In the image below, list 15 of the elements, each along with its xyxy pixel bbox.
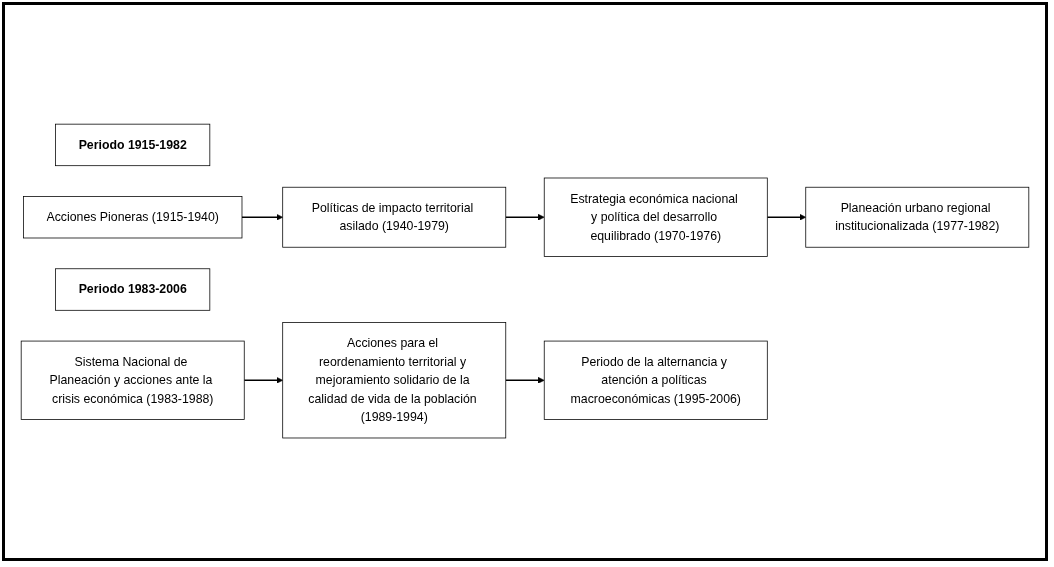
node-box — [543, 178, 768, 258]
diagram-frame: Periodo 1915-1982 Políticas de impacto territorial asilado (1940-1979) Estrategia económica nacional y política del desarrollo equilibrado (1970-1976) Acciones Pioneras (1915-1940) Planeación urbano regional institucionalizada (1977-1982) Periodo 1983-2006 Sistema Nacional de Planeación y acciones ante la crisis económica (1983-1988) Periodo de la alternancia y atención a políticas macroeconómicas (1995-2006) Acciones para el reordenamiento territorial y mejoramiento solidario de la calidad de vida de la población (1989-1994) — [2, 2, 1048, 561]
arrow — [505, 377, 545, 385]
arrow — [766, 214, 807, 222]
node-box — [805, 187, 1030, 249]
node-box — [23, 196, 243, 239]
node-box — [20, 341, 245, 421]
arrow — [505, 214, 545, 222]
node-box — [543, 341, 768, 421]
node-box — [282, 187, 507, 249]
arrow — [243, 377, 283, 385]
arrow — [241, 214, 283, 222]
node-box — [282, 322, 507, 439]
node-box — [55, 268, 211, 312]
node-box — [55, 124, 211, 167]
